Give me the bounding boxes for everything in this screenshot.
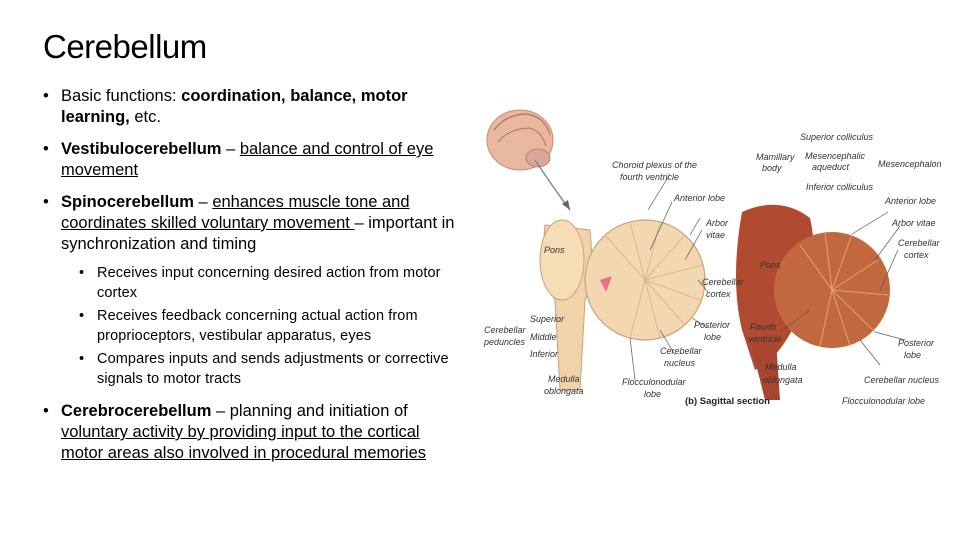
label-pons-right: Pons (760, 260, 781, 270)
sagittal-section-image (736, 204, 890, 400)
label-cerebellar-nucleus-left: Cerebellar (660, 346, 703, 356)
bullet-text: – (193, 193, 213, 211)
bullet-vestibulocerebellum: Vestibulocerebellum – balance and contro… (43, 139, 463, 181)
cerebellum-anatomy-figure: Choroid plexus of the fourth ventricle S… (480, 100, 950, 420)
bullet-bold-text: coordination, balance, motor learning, (61, 87, 408, 126)
term: Vestibulocerebellum (61, 140, 222, 158)
label-anterior-lobe-left: Anterior lobe (673, 193, 725, 203)
label-cortex-right: cortex (904, 250, 929, 260)
underlined-description: enhances muscle tone and coordinates ski… (61, 193, 410, 232)
label-cortex-left: cortex (706, 289, 731, 299)
label-medulla-left: Medulla (548, 374, 580, 384)
label-cerebellar-left: Cerebellar (702, 277, 745, 287)
label-cerebellar-right: Cerebellar (898, 238, 941, 248)
bullet-text: etc. (129, 108, 161, 126)
sub-bullet: Receives input concerning desired action… (61, 264, 463, 303)
sub-bullet: Receives feedback concerning actual acti… (61, 307, 463, 346)
label-pons-left: Pons (544, 245, 565, 255)
label-choroid2: fourth ventricle (620, 172, 679, 182)
label-flocculonodular-right: Flocculonodular lobe (842, 396, 925, 406)
label-lobe-flocculonodular-left: lobe (644, 389, 661, 399)
label-lobe-posterior-right: lobe (904, 350, 921, 360)
underlined-description: voluntary activity by providing input to… (61, 423, 426, 462)
label-middle: Middle (530, 332, 557, 342)
label-mamillary: Mamillary (756, 152, 795, 162)
bullet-text: – planning and initiation of (211, 402, 408, 420)
bullet-text: Basic functions: (61, 87, 182, 105)
slide-title: Cerebellum (43, 28, 207, 65)
label-arbor-left: Arbor (705, 218, 729, 228)
label-body: body (762, 163, 782, 173)
label-peduncles: peduncles (483, 337, 526, 347)
term: Cerebrocerebellum (61, 402, 212, 420)
label-cerebellar-nucleus-right: Cerebellar nucleus (864, 375, 940, 385)
label-vitae-left: vitae (706, 230, 725, 240)
label-superior-colliculus: Superior colliculus (800, 132, 874, 142)
label-nucleus-left: nucleus (664, 358, 696, 368)
bullet-text: – important in synchronization and timin… (61, 214, 455, 253)
bullet-basic-functions: Basic functions: coordination, balance, … (43, 86, 463, 128)
label-posterior-left: Posterior (694, 320, 731, 330)
cerebellum-drawing-left (539, 219, 706, 391)
label-mesencephalon: Mesencephalon (878, 159, 942, 169)
label-arbor-vitae-right: Arbor vitae (891, 218, 936, 228)
term: Spinocerebellum (61, 193, 194, 211)
label-cerebellar-peduncles: Cerebellar (484, 325, 527, 335)
label-choroid: Choroid plexus of the (612, 160, 697, 170)
bullet-list: Basic functions: coordination, balance, … (43, 86, 463, 475)
bullet-spinocerebellum: Spinocerebellum – enhances muscle tone a… (43, 192, 463, 255)
label-inferior: Inferior (530, 349, 559, 359)
label-oblongata-right: oblongata (763, 375, 803, 385)
figure-caption: (b) Sagittal section (685, 396, 770, 407)
sub-bullet: Compares inputs and sends adjustments or… (61, 350, 463, 389)
sub-bullet-list: Receives input concerning desired action… (43, 264, 463, 389)
bullet-text: – (221, 140, 240, 158)
label-anterior-lobe-right: Anterior lobe (884, 196, 936, 206)
leader-lines (629, 173, 906, 381)
label-posterior-right: Posterior (898, 338, 935, 348)
label-aqueduct: aqueduct (812, 162, 850, 172)
bullet-cerebrocerebellum: Cerebrocerebellum – planning and initiat… (43, 401, 463, 464)
label-oblongata-left: oblongata (544, 386, 584, 396)
figure-labels: Choroid plexus of the fourth ventricle S… (483, 132, 942, 407)
label-flocculonodular-left: Flocculonodular (622, 377, 687, 387)
brain-inset-image (486, 109, 571, 211)
label-ventricle: ventricle (748, 334, 782, 344)
label-mesencephalic: Mesencephalic (805, 151, 866, 161)
label-superior: Superior (530, 314, 565, 324)
label-inferior-colliculus: Inferior colliculus (806, 182, 874, 192)
label-fourth: Fourth (750, 322, 776, 332)
label-lobe-posterior-left: lobe (704, 332, 721, 342)
label-medulla-right: Medulla (765, 362, 797, 372)
figure-svg: Choroid plexus of the fourth ventricle S… (483, 109, 942, 407)
underlined-description: balance and control of eye movement (61, 140, 434, 179)
